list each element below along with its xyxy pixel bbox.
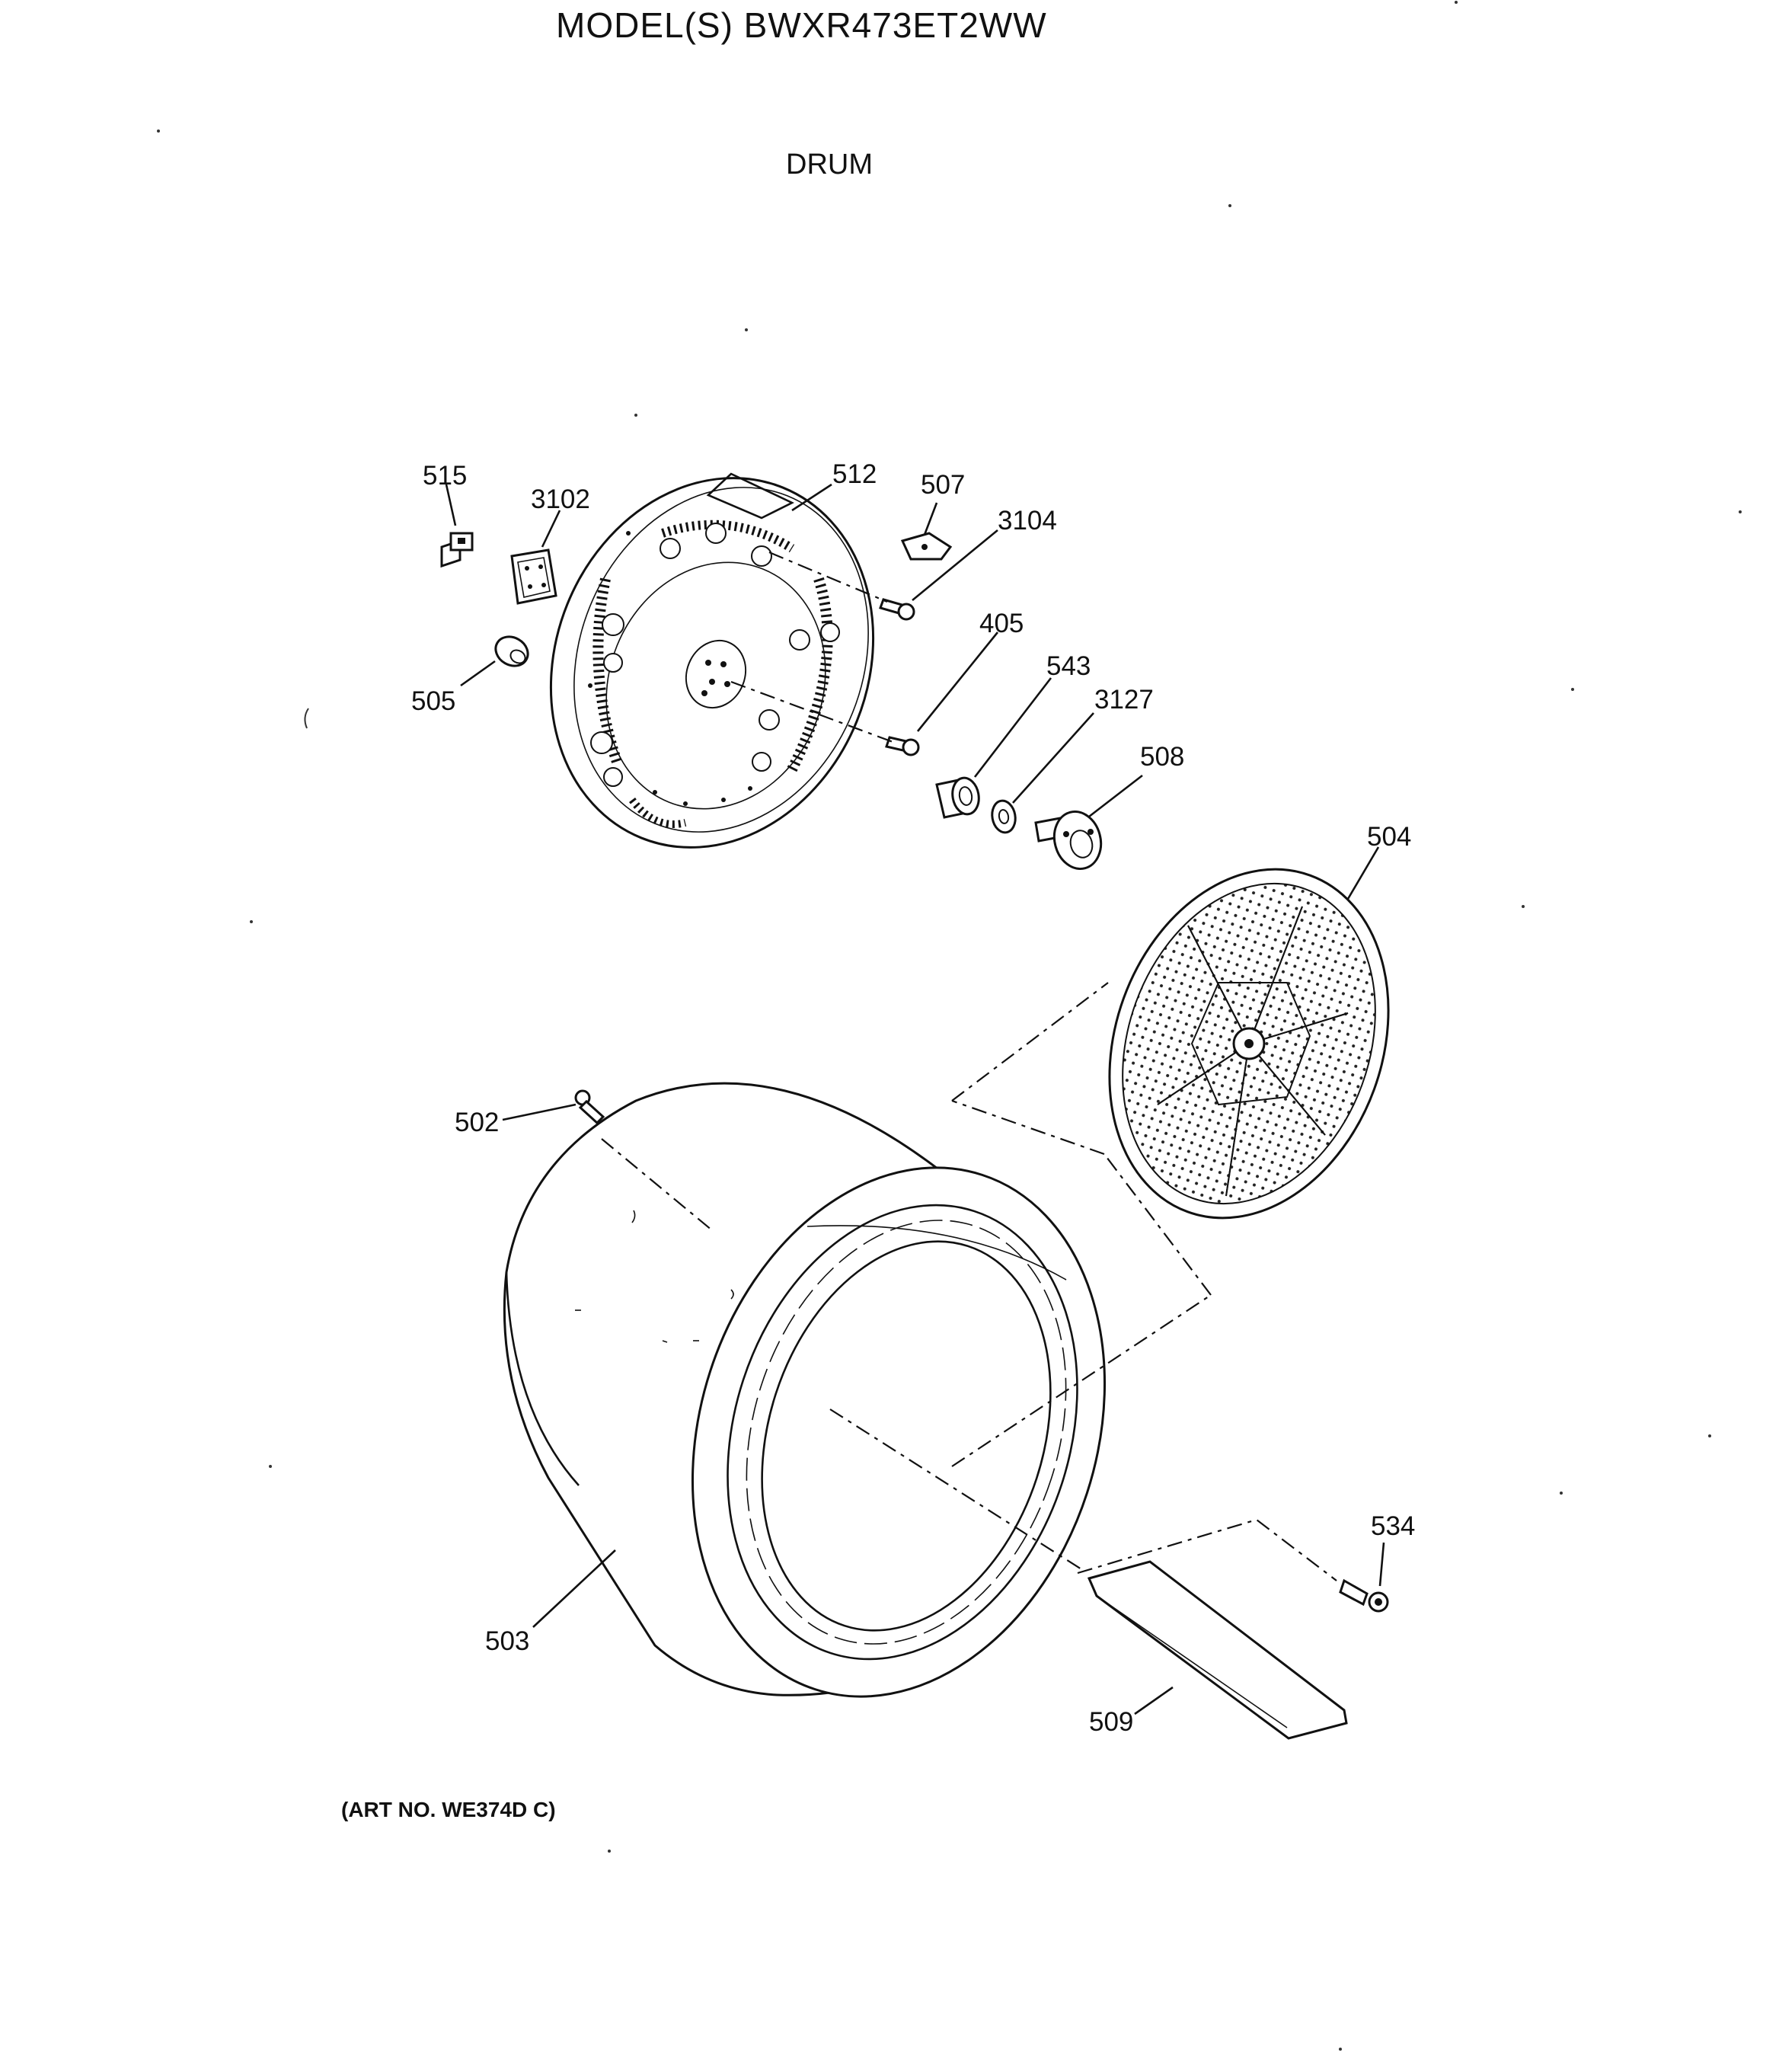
callout-507: 507 <box>921 470 965 500</box>
section-title: DRUM <box>786 149 873 181</box>
drum-part-503 <box>503 1082 1107 1698</box>
callout-534: 534 <box>1371 1511 1415 1541</box>
art-number: (ART NO. WE374D C) <box>341 1798 556 1821</box>
callout-504: 504 <box>1367 822 1411 852</box>
callout-508: 508 <box>1140 742 1184 772</box>
callout-515: 515 <box>423 461 467 491</box>
block-part-507 <box>900 532 953 561</box>
callout-503: 503 <box>485 1626 529 1656</box>
screw-part-502 <box>574 1089 605 1125</box>
roller-part-505 <box>494 635 529 667</box>
perforated-disc-part-504 <box>1108 868 1390 1220</box>
callout-3127: 3127 <box>1094 685 1154 715</box>
callout-505: 505 <box>411 686 455 716</box>
pad-part-3102 <box>510 548 557 605</box>
screw-part-3104 <box>879 598 915 621</box>
page-title: MODEL(S) BWXR473ET2WW <box>556 5 1047 45</box>
washer-part-3127 <box>991 799 1017 834</box>
callout-509: 509 <box>1089 1707 1133 1737</box>
shaft-part-508 <box>1034 810 1103 871</box>
callout-543: 543 <box>1046 651 1091 681</box>
callout-3102: 3102 <box>531 484 590 514</box>
screw-part-405 <box>885 736 920 756</box>
scan-specks <box>157 1 1742 2051</box>
callout-502: 502 <box>455 1108 499 1137</box>
callout-512: 512 <box>832 459 877 489</box>
clip-part-515 <box>440 532 474 568</box>
callout-3104: 3104 <box>998 506 1057 536</box>
callout-405: 405 <box>979 609 1024 638</box>
bearing-part-543 <box>935 776 980 819</box>
leader-lines <box>445 483 1385 1715</box>
baffle-part-509 <box>1087 1560 1348 1740</box>
rear-bulkhead-part-512 <box>549 472 875 849</box>
screw-part-534 <box>1339 1578 1389 1613</box>
